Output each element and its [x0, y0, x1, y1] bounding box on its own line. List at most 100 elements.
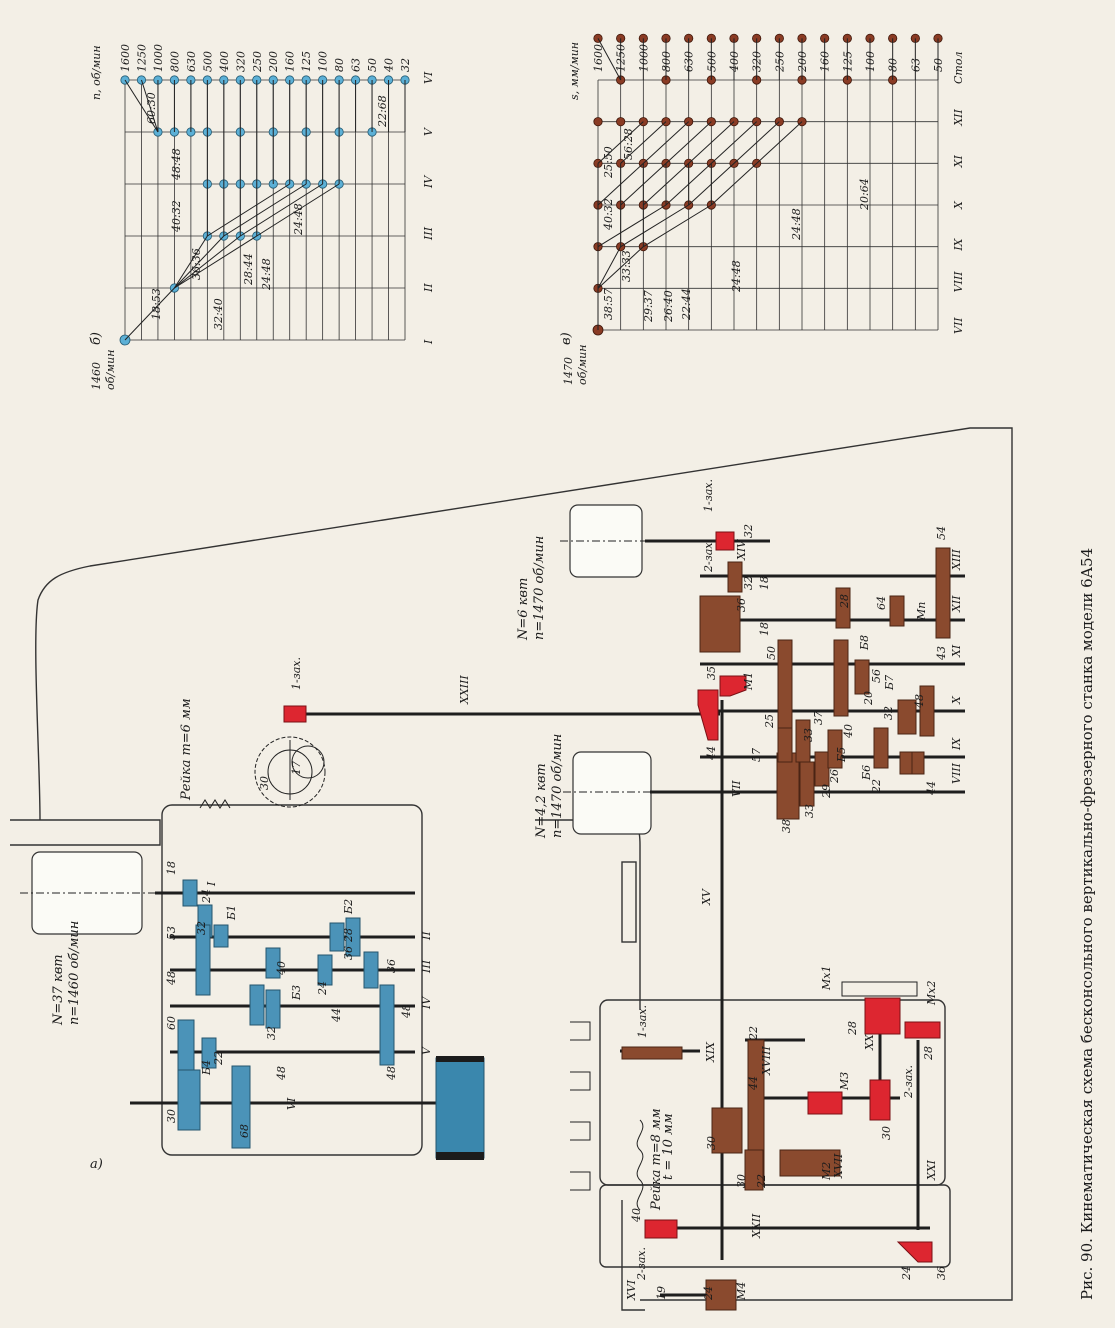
svg-text:n=1460 об/мин: n=1460 об/мин [67, 921, 82, 1025]
worm-label-table: 2-зах. [635, 1247, 648, 1281]
shaft-label: XXII [750, 1213, 763, 1239]
chart-node [616, 117, 626, 127]
gear-number: 40 [630, 1208, 643, 1223]
panel-c-label: в) [559, 332, 574, 345]
gear-number: 24 [316, 981, 329, 996]
chart-ray [597, 38, 622, 81]
chart-shaft-label: IV [422, 175, 435, 189]
chart-ratio-label: 38:57 [602, 288, 615, 320]
feed-gears-brown [699, 547, 951, 820]
gear-number: 44 [747, 1076, 760, 1091]
gear-number: 26 [828, 769, 841, 784]
chart-shaft-label: Стол [952, 52, 965, 84]
gear-number: 18 [165, 861, 178, 875]
chart-ratio-label: 40:32 [602, 198, 615, 231]
rack-pinion-top [199, 736, 326, 809]
gear-number: 36 [735, 598, 748, 612]
gear-number: 33 [802, 728, 815, 742]
shaft-label: X [950, 695, 963, 705]
chart-ratio-label: 24:48 [730, 260, 743, 293]
worm-label-rapid-2: 2-зах. [702, 539, 715, 573]
gear-number: 60 [165, 1016, 178, 1030]
chart-ratio-label: 56:28 [622, 128, 635, 160]
chart-level-label: 50 [366, 58, 379, 72]
shaft-label: XII [950, 595, 963, 613]
chart-level-label: 800 [168, 51, 181, 72]
shaft-label: I [205, 881, 218, 887]
gear-number: 19 [655, 1286, 668, 1300]
panel-a-label: а) [90, 1157, 103, 1172]
chart-ray [207, 183, 290, 237]
chart-level-label: 80 [333, 58, 346, 72]
svg-text:N=6 квт: N=6 квт [516, 578, 531, 641]
chart-ray [642, 121, 690, 164]
gear-number: 57 [750, 748, 763, 762]
gear-number: 28 [342, 928, 355, 943]
chart-ray [733, 121, 780, 164]
gear-number: 18 [758, 622, 771, 636]
gear-number: 30 [258, 776, 271, 790]
worm-label-rapid: 1-зах. [702, 479, 715, 512]
chart-level-label: 1600 [592, 44, 605, 72]
chart-ray [124, 287, 175, 341]
chart-shaft-label: VI [422, 71, 435, 84]
chart-ratio-label: 28:44 [242, 253, 255, 286]
shaft-label: XVII [832, 1153, 845, 1179]
chart-node [593, 117, 603, 127]
chart-ray [688, 162, 735, 206]
gear-number: 48 [385, 1066, 398, 1081]
worm-label-apron-2: 2-зах. [902, 1065, 915, 1099]
gear-number: 56 [870, 669, 883, 683]
chart-level-label: 250 [251, 51, 264, 73]
chart-ratio-label: 18:53 [150, 288, 163, 320]
spindle-gears-blue [177, 879, 485, 1160]
chart-shaft-label: IX [952, 237, 965, 251]
gear-number: 20 [862, 691, 875, 706]
block-label: Б5 [835, 747, 848, 763]
figure-caption: Рис. 90. Кинематическая схема бесконсоль… [1078, 548, 1096, 1300]
gear-number: 24 [702, 1286, 715, 1301]
clutch-label: Мх1 [820, 966, 833, 991]
clutch-label: М4 [735, 1282, 748, 1301]
chart-ratio-label: 40:32 [170, 200, 183, 233]
rapid-motor [560, 504, 690, 578]
gear-number: 22 [747, 1026, 760, 1041]
chart-ray [174, 235, 258, 289]
worm-label-top: 1-зах. [290, 657, 303, 690]
gear-number: 29 [820, 784, 833, 799]
chart-ray [256, 183, 340, 237]
shaft-label: XXIII [458, 675, 471, 705]
gear-number: 44 [330, 1008, 343, 1023]
chart-ratio-label: 36:36 [190, 248, 203, 280]
shaft-label: XX [863, 1033, 876, 1051]
chart-level-label: 125 [300, 51, 313, 72]
chart-shaft-label: II [422, 283, 435, 293]
gear-number: 18 [758, 576, 771, 590]
chart-input-label: 1470 [562, 357, 575, 385]
gear-number: 32 [265, 1026, 278, 1040]
gear-number: 48 [275, 1066, 288, 1081]
apron-gears [621, 981, 941, 1311]
chart-ray [240, 183, 323, 237]
block-label: Б6 [860, 765, 873, 781]
chart-ratio-label: 60:30 [145, 92, 158, 124]
shaft-label: VII [730, 780, 743, 797]
chart-ray [174, 235, 225, 289]
clutch-label: М1 [742, 672, 755, 691]
svg-text:N=37 квт: N=37 квт [51, 954, 66, 1026]
shaft-label: II [420, 931, 433, 941]
rapid-motor-label: N=6 квт n=1470 об/мин [516, 536, 547, 641]
chart-input-label: 1460 [90, 362, 103, 390]
gear-number: 68 [238, 1124, 251, 1138]
feed-red-parts [283, 531, 747, 741]
chart-ratio-label: 22:44 [680, 288, 693, 321]
gear-number: 32 [195, 921, 208, 935]
chart-ray [620, 162, 667, 206]
chart-ray [665, 121, 712, 164]
gear-number: 37 [812, 711, 825, 725]
shaft-label: XVI [625, 1279, 638, 1301]
chart-level-label: 630 [185, 51, 198, 72]
chart-ray [173, 235, 208, 289]
